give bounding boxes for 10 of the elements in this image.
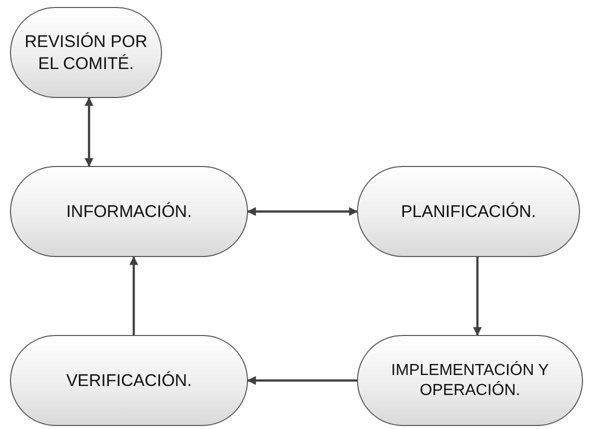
node-label: INFORMACIÓN. — [66, 200, 192, 222]
arrow — [473, 257, 482, 336]
arrow — [247, 376, 357, 385]
arrow — [129, 256, 138, 335]
node-label: VERIFICACIÓN. — [66, 370, 192, 392]
node-label: REVISIÓN POR EL COMITÉ. — [24, 31, 148, 74]
arrow — [247, 207, 358, 216]
node-label: PLANIFICACIÓN. — [400, 200, 536, 222]
arrow — [84, 97, 94, 167]
node-label: IMPLEMENTACIÓN Y OPERACIÓN. — [390, 360, 550, 400]
